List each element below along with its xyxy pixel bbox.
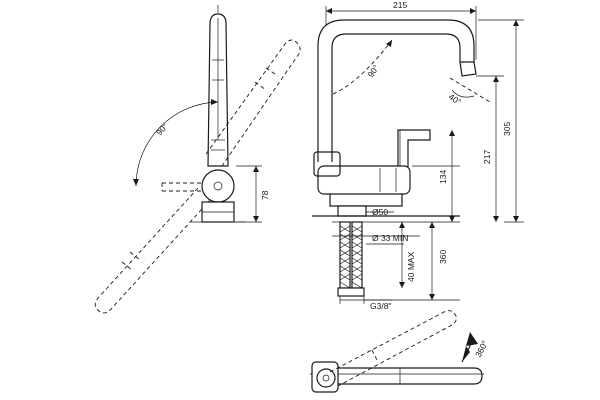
front-body <box>317 165 411 195</box>
side-view: 90° 78 <box>94 5 301 314</box>
side-angle-label: 90° <box>154 121 170 137</box>
deck-thickness-label: 40 MAX <box>406 251 416 282</box>
top-view: 360° <box>310 310 490 393</box>
side-spout-swung <box>94 187 213 314</box>
side-lever-upright <box>207 13 229 167</box>
top-spout <box>326 367 483 385</box>
top-spout-swung <box>329 310 457 387</box>
hole-diameter-label: Ø 33 MIN <box>372 233 408 243</box>
spout-outer <box>317 19 475 162</box>
spout-inner <box>331 33 461 162</box>
side-lever-swung <box>205 39 301 167</box>
top-body <box>316 368 336 388</box>
aerator-angle-label: 40° <box>447 91 463 107</box>
total-height-label: 305 <box>502 122 512 136</box>
supply-hoses <box>337 221 365 297</box>
hose-length-label: 360 <box>438 250 448 264</box>
side-base-height-label: 78 <box>260 190 270 200</box>
connection-label: G3/8" <box>370 301 391 311</box>
spout-height-label: 217 <box>482 150 492 164</box>
front-view: 215 90° 40° Ø50 Ø 33 MIN <box>312 0 524 311</box>
body-height-label: 134 <box>438 170 448 184</box>
side-body <box>201 169 235 203</box>
spout-angle-label: 90° <box>365 63 381 79</box>
spout-width-label: 215 <box>393 0 407 10</box>
